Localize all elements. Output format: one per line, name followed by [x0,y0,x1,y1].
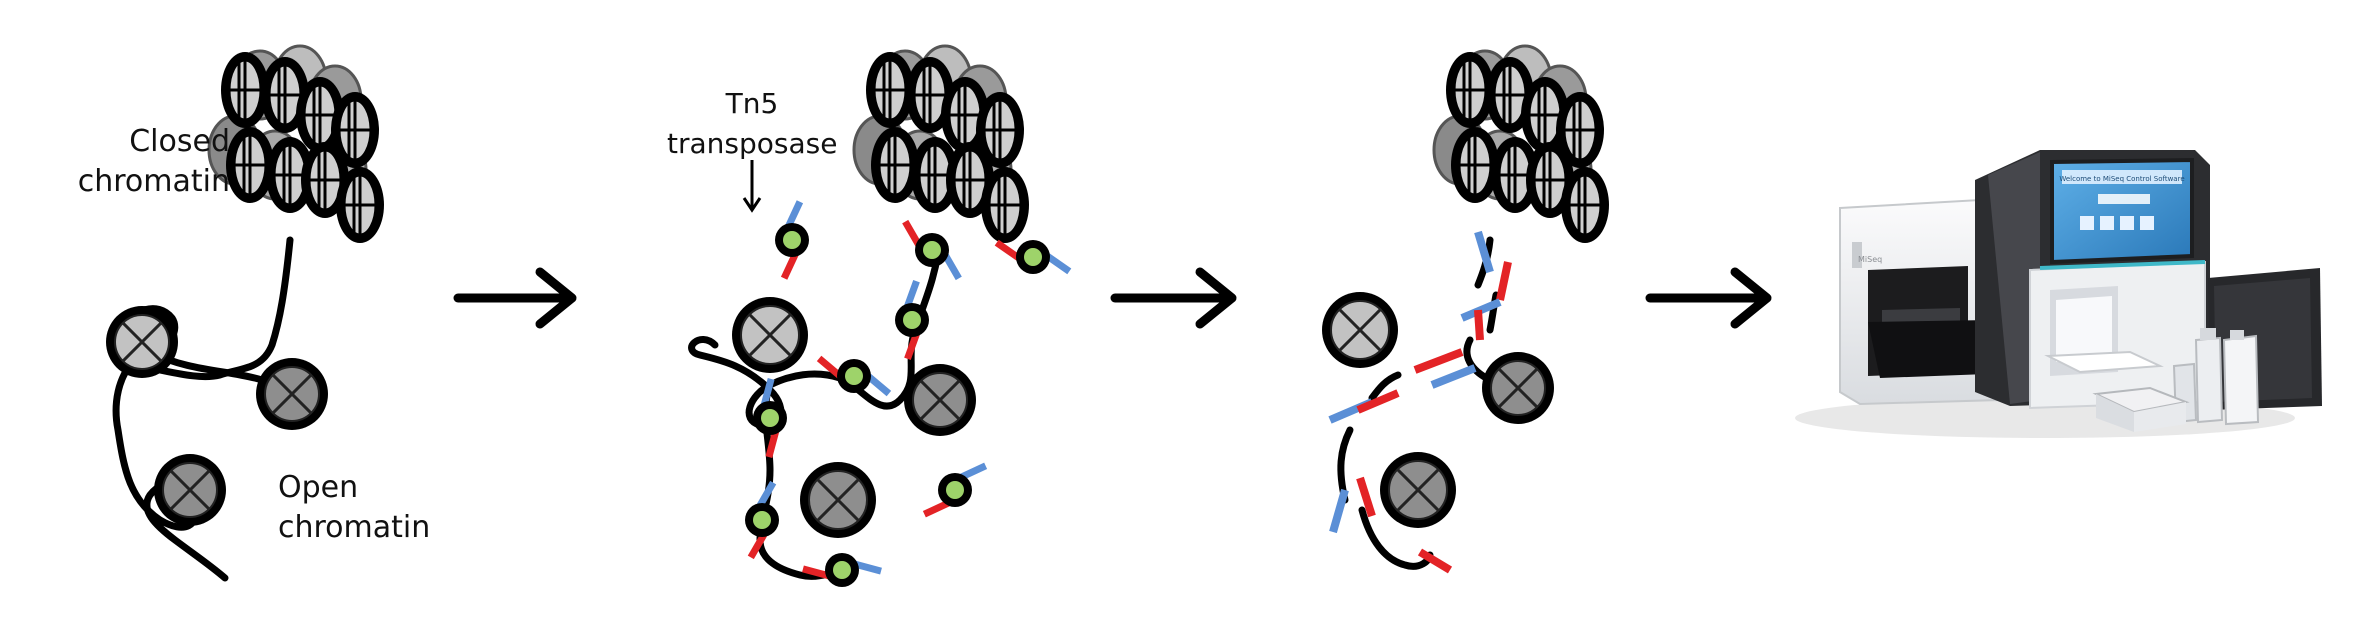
tn5-transposase [775,200,809,280]
arrow-3 [1645,267,1772,329]
arrow-1 [453,267,577,329]
panel-fragments [1322,44,1609,574]
tn5-transposase [802,553,882,587]
instrument-badge: MiSeq [1858,255,1882,264]
tn5-transposase [994,239,1072,275]
tn5-transposase [895,280,929,360]
panel-chromatin [106,44,384,582]
chromatin-fragment [1486,291,1500,334]
closed-chromatin-cluster [852,44,1029,243]
nucleosome [800,462,876,538]
chromatin-fragment [1368,371,1402,402]
panel-tn5-insertion [688,44,1072,587]
tn5-transposase-label: Tn5 transposase [667,87,838,160]
tn5-transposase [745,480,779,560]
tn5-transposase [902,219,962,281]
nucleosome [904,364,976,436]
screen-title: Welcome to MiSeq Control Software [2059,175,2184,183]
nucleosome [256,358,328,430]
nucleosome [1482,352,1554,424]
adapters [1328,230,1512,574]
nucleosome [732,297,808,373]
tn5-transposase [816,355,892,397]
nucleosome [1380,452,1456,528]
tn5-transposase [753,378,787,458]
tn5-transposase [922,462,988,518]
closed-chromatin-cluster [1432,44,1609,243]
nucleosome [154,454,226,526]
tn5-pointer-arrow [742,160,762,213]
sequencer-instrument: Welcome to MiSeq Control Software [1795,150,2322,438]
closed-chromatin-label: Closed chromatin [77,124,230,199]
closed-chromatin-cluster [207,44,384,243]
nucleosome [1322,292,1398,368]
open-chromatin-label: Open chromatin [278,470,431,545]
arrow-2 [1110,267,1237,329]
nucleosome [106,306,178,378]
